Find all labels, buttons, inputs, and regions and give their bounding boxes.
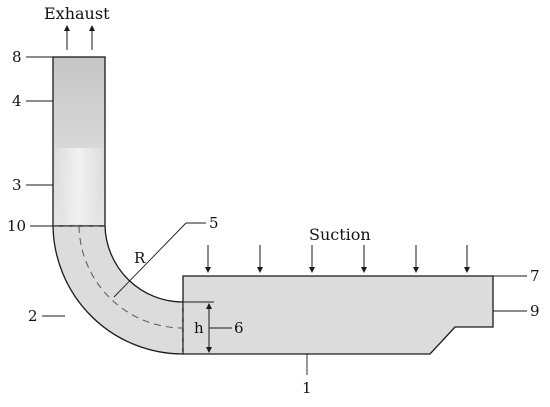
radius-label: R	[134, 249, 146, 267]
leader-5	[113, 222, 187, 298]
callout-1: 1	[302, 379, 312, 397]
callout-10: 10	[7, 217, 26, 235]
suction-label: Suction	[309, 225, 371, 244]
callout-6: 6	[234, 319, 244, 337]
callout-2: 2	[28, 307, 38, 325]
callout-7: 7	[530, 267, 540, 285]
elbow-bend	[52, 225, 184, 355]
exhaust-label: Exhaust	[44, 4, 110, 23]
callout-8: 8	[12, 48, 22, 66]
callout-5: 5	[209, 214, 219, 232]
callout-9: 9	[530, 302, 540, 320]
suction-chamber	[182, 275, 494, 355]
height-label: h	[194, 319, 204, 337]
nozzle-section	[55, 148, 103, 224]
callout-4: 4	[12, 92, 22, 110]
callout-3: 3	[12, 176, 22, 194]
